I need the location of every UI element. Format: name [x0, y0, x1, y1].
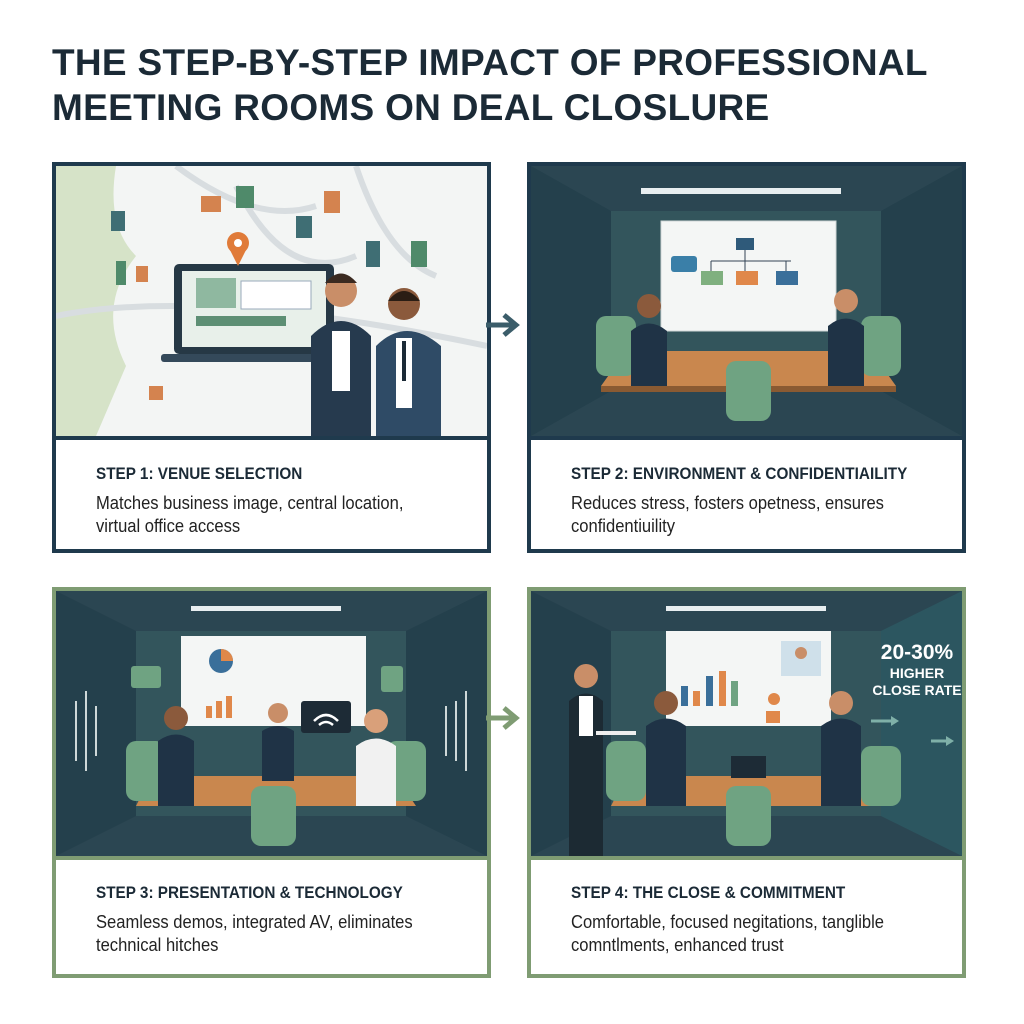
step-1-panel: STEP 1: VENUE SELECTION Matches business… [52, 162, 491, 553]
page-title: THE STEP-BY-STEP IMPACT OF PROFESSIONAL … [52, 42, 928, 128]
step-4-panel: STEP 4: THE CLOSE & COMMITMENT Comfortab… [527, 587, 966, 978]
step-description: Matches business image, central location… [96, 493, 404, 536]
deal-closing-illustration [531, 591, 962, 860]
step-description: Seamless demos, integrated AV, eliminate… [96, 912, 413, 955]
close-rate-stat: 20-30% HIGHER CLOSE RATE [862, 641, 972, 699]
stat-value: 20-30% [880, 641, 954, 664]
venue-selection-illustration [56, 166, 487, 440]
step-description: Comfortable, focused negitations, tangli… [571, 912, 885, 955]
step-description: Reduces stress, fosters opetness, ensure… [571, 493, 884, 536]
meeting-room-illustration [531, 166, 962, 440]
step-heading: STEP 4: THE CLOSE & COMMITMENT [571, 883, 846, 902]
stat-line-2: CLOSE RATE [872, 682, 962, 698]
arrow-right-icon [486, 313, 520, 337]
step-heading: STEP 3: PRESENTATION & TECHNOLOGY [96, 883, 403, 902]
step-3-panel: STEP 3: PRESENTATION & TECHNOLOGY Seamle… [52, 587, 491, 978]
presentation-room-illustration [56, 591, 487, 860]
arrow-right-icon [486, 706, 520, 730]
stat-line-1: HIGHER [889, 665, 945, 681]
step-heading: STEP 2: ENVIRONMENT & CONFIDENTIAILITY [571, 464, 908, 483]
step-2-panel: STEP 2: ENVIRONMENT & CONFIDENTIAILITY R… [527, 162, 966, 553]
step-heading: STEP 1: VENUE SELECTION [96, 464, 303, 483]
